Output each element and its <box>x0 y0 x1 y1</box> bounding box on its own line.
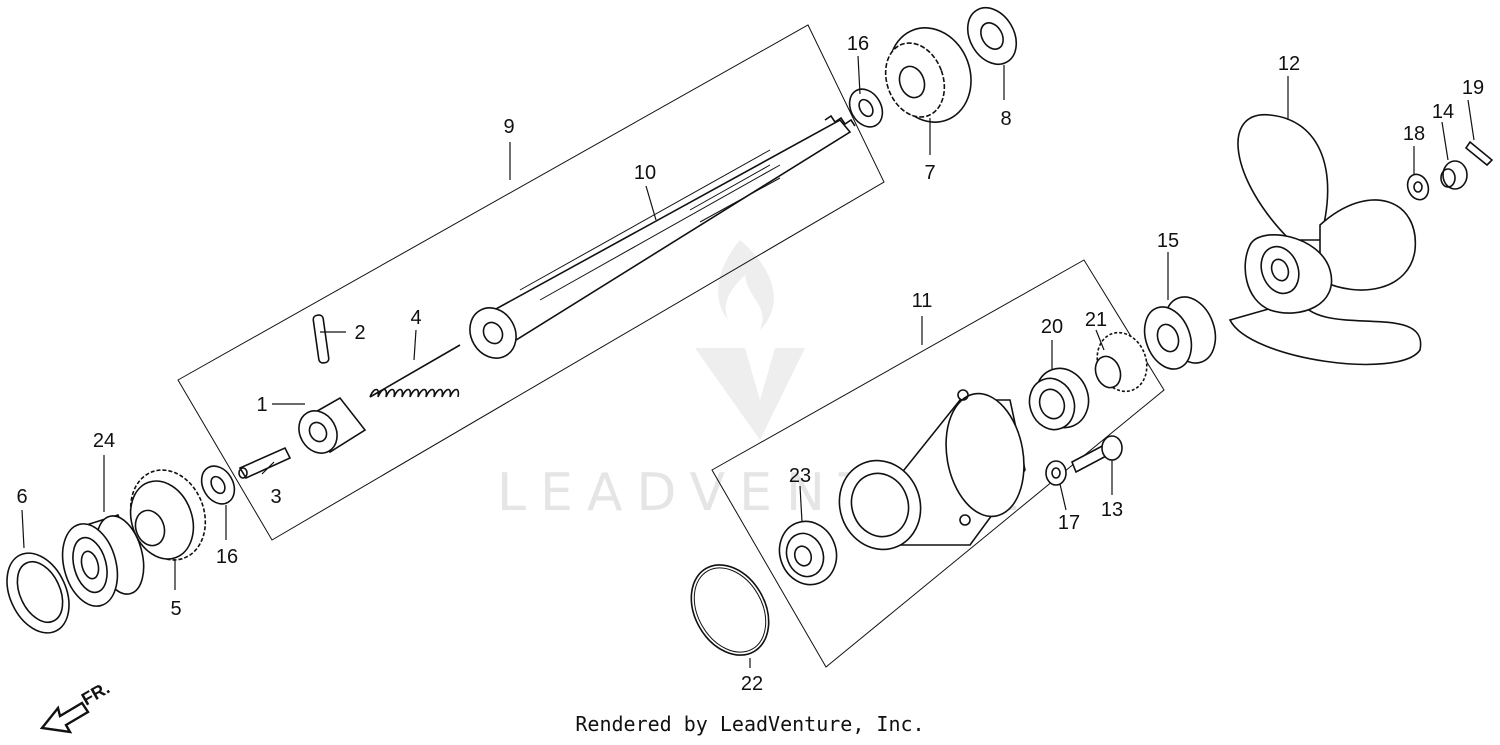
part-numbers: 1 2 3 4 5 6 7 8 9 10 11 12 13 14 15 16 1… <box>16 33 1484 695</box>
washer-bolt <box>1045 460 1067 486</box>
part-number-16-upper: 16 <box>847 33 869 55</box>
forward-gear <box>884 27 972 123</box>
watermark-v-icon <box>695 348 805 440</box>
part-number-17: 17 <box>1058 512 1080 534</box>
ball-bearing-left <box>61 514 145 607</box>
clutch <box>298 396 367 454</box>
thrust-washer <box>966 6 1018 66</box>
part-number-6: 6 <box>16 486 27 508</box>
credit-footer: Rendered by LeadVenture, Inc. <box>575 712 925 736</box>
part-number-3: 3 <box>270 486 281 508</box>
part-number-24: 24 <box>93 430 115 452</box>
part-number-19: 19 <box>1462 77 1484 99</box>
o-ring <box>690 564 770 656</box>
ball-bearing-holder <box>778 520 838 586</box>
propeller-washer <box>1406 173 1430 201</box>
leader-lines <box>21 55 1475 668</box>
oil-seal <box>1094 331 1148 393</box>
push-rod <box>238 446 292 480</box>
part-number-12: 12 <box>1278 53 1300 75</box>
part-number-16-lower: 16 <box>216 546 238 568</box>
bolt <box>1070 435 1123 474</box>
propeller-shaft-holder <box>838 389 1026 551</box>
washer-upper <box>848 88 884 128</box>
part-number-11: 11 <box>912 290 933 312</box>
part-number-2: 2 <box>354 322 365 344</box>
part-number-15: 15 <box>1157 230 1179 252</box>
part-number-8: 8 <box>1000 108 1011 130</box>
part-number-18: 18 <box>1403 123 1425 145</box>
shaft-assembly-frame <box>177 24 885 541</box>
part-number-7: 7 <box>924 162 935 184</box>
part-number-5: 5 <box>170 598 181 620</box>
part-number-14: 14 <box>1432 101 1454 123</box>
holder-assembly-frame <box>711 259 1165 668</box>
reverse-gear <box>129 469 207 561</box>
part-number-4: 4 <box>410 307 421 329</box>
seal-ring-left <box>6 552 70 634</box>
pin <box>312 314 330 364</box>
part-number-23: 23 <box>789 465 811 487</box>
part-number-22: 22 <box>741 673 763 695</box>
part-number-13: 13 <box>1101 499 1123 521</box>
part-number-9: 9 <box>503 116 514 138</box>
cotter-pin <box>1464 140 1494 167</box>
propeller-shaft <box>469 114 856 359</box>
part-number-1: 1 <box>256 394 267 416</box>
watermark-flame-icon <box>718 240 774 330</box>
part-number-20: 20 <box>1041 316 1063 338</box>
front-arrow-icon <box>39 701 90 734</box>
thrust-holder <box>1143 296 1217 370</box>
spring <box>369 344 461 398</box>
propeller <box>1228 114 1422 366</box>
washer-left <box>200 465 236 505</box>
part-number-21: 21 <box>1085 309 1107 331</box>
castle-nut <box>1440 160 1468 190</box>
needle-bearing <box>1028 367 1090 431</box>
part-number-10: 10 <box>634 162 656 184</box>
